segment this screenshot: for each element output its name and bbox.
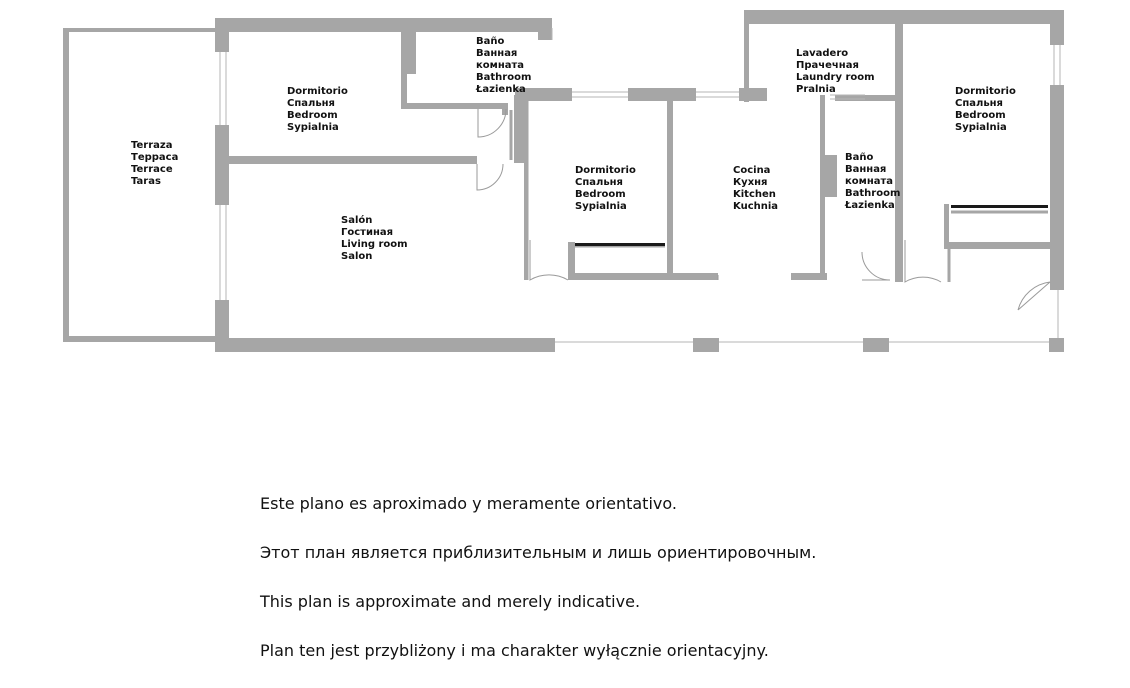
exterior-walls xyxy=(215,10,1064,352)
bathroom-2-label: Baño Ванная комната Bathroom Łazienka xyxy=(844,152,904,211)
disclaimer-notes: Este plano es aproximado y meramente ori… xyxy=(260,492,1100,688)
disclaimer-pl: Plan ten jest przybliżony i ma charakter… xyxy=(260,641,769,660)
terrace-outline xyxy=(63,28,216,342)
terrace-label: Terraza Терраса Terrace Taras xyxy=(131,140,182,187)
doors xyxy=(476,108,1051,311)
living-room-label: Salón Гостиная Living room Salon xyxy=(341,214,411,262)
laundry-label: Lavadero Прачечная Laundry room Pralnia xyxy=(796,48,878,95)
floor-plan: Terraza Терраса Terrace Taras Dormitorio… xyxy=(63,10,1064,352)
windows xyxy=(219,28,1061,343)
bedroom-2-label: Dormitorio Спальня Bedroom Sypialnia xyxy=(575,165,639,212)
disclaimer-es: Este plano es aproximado y meramente ori… xyxy=(260,494,677,513)
disclaimer-en: This plan is approximate and merely indi… xyxy=(260,592,641,611)
bedroom-3-label: Dormitorio Спальня Bedroom Sypialnia xyxy=(955,86,1019,133)
closet-rails xyxy=(575,205,1048,246)
interior-walls xyxy=(229,22,1050,282)
bathroom-1-label: Baño Ванная комната Bathroom Łazienka xyxy=(475,36,535,95)
bedroom-1-label: Dormitorio Спальня Bedroom Sypialnia xyxy=(287,86,351,133)
disclaimer-ru: Этот план является приблизительным и лиш… xyxy=(260,543,817,562)
kitchen-label: Cocina Кухня Kitchen Kuchnia xyxy=(733,165,779,212)
